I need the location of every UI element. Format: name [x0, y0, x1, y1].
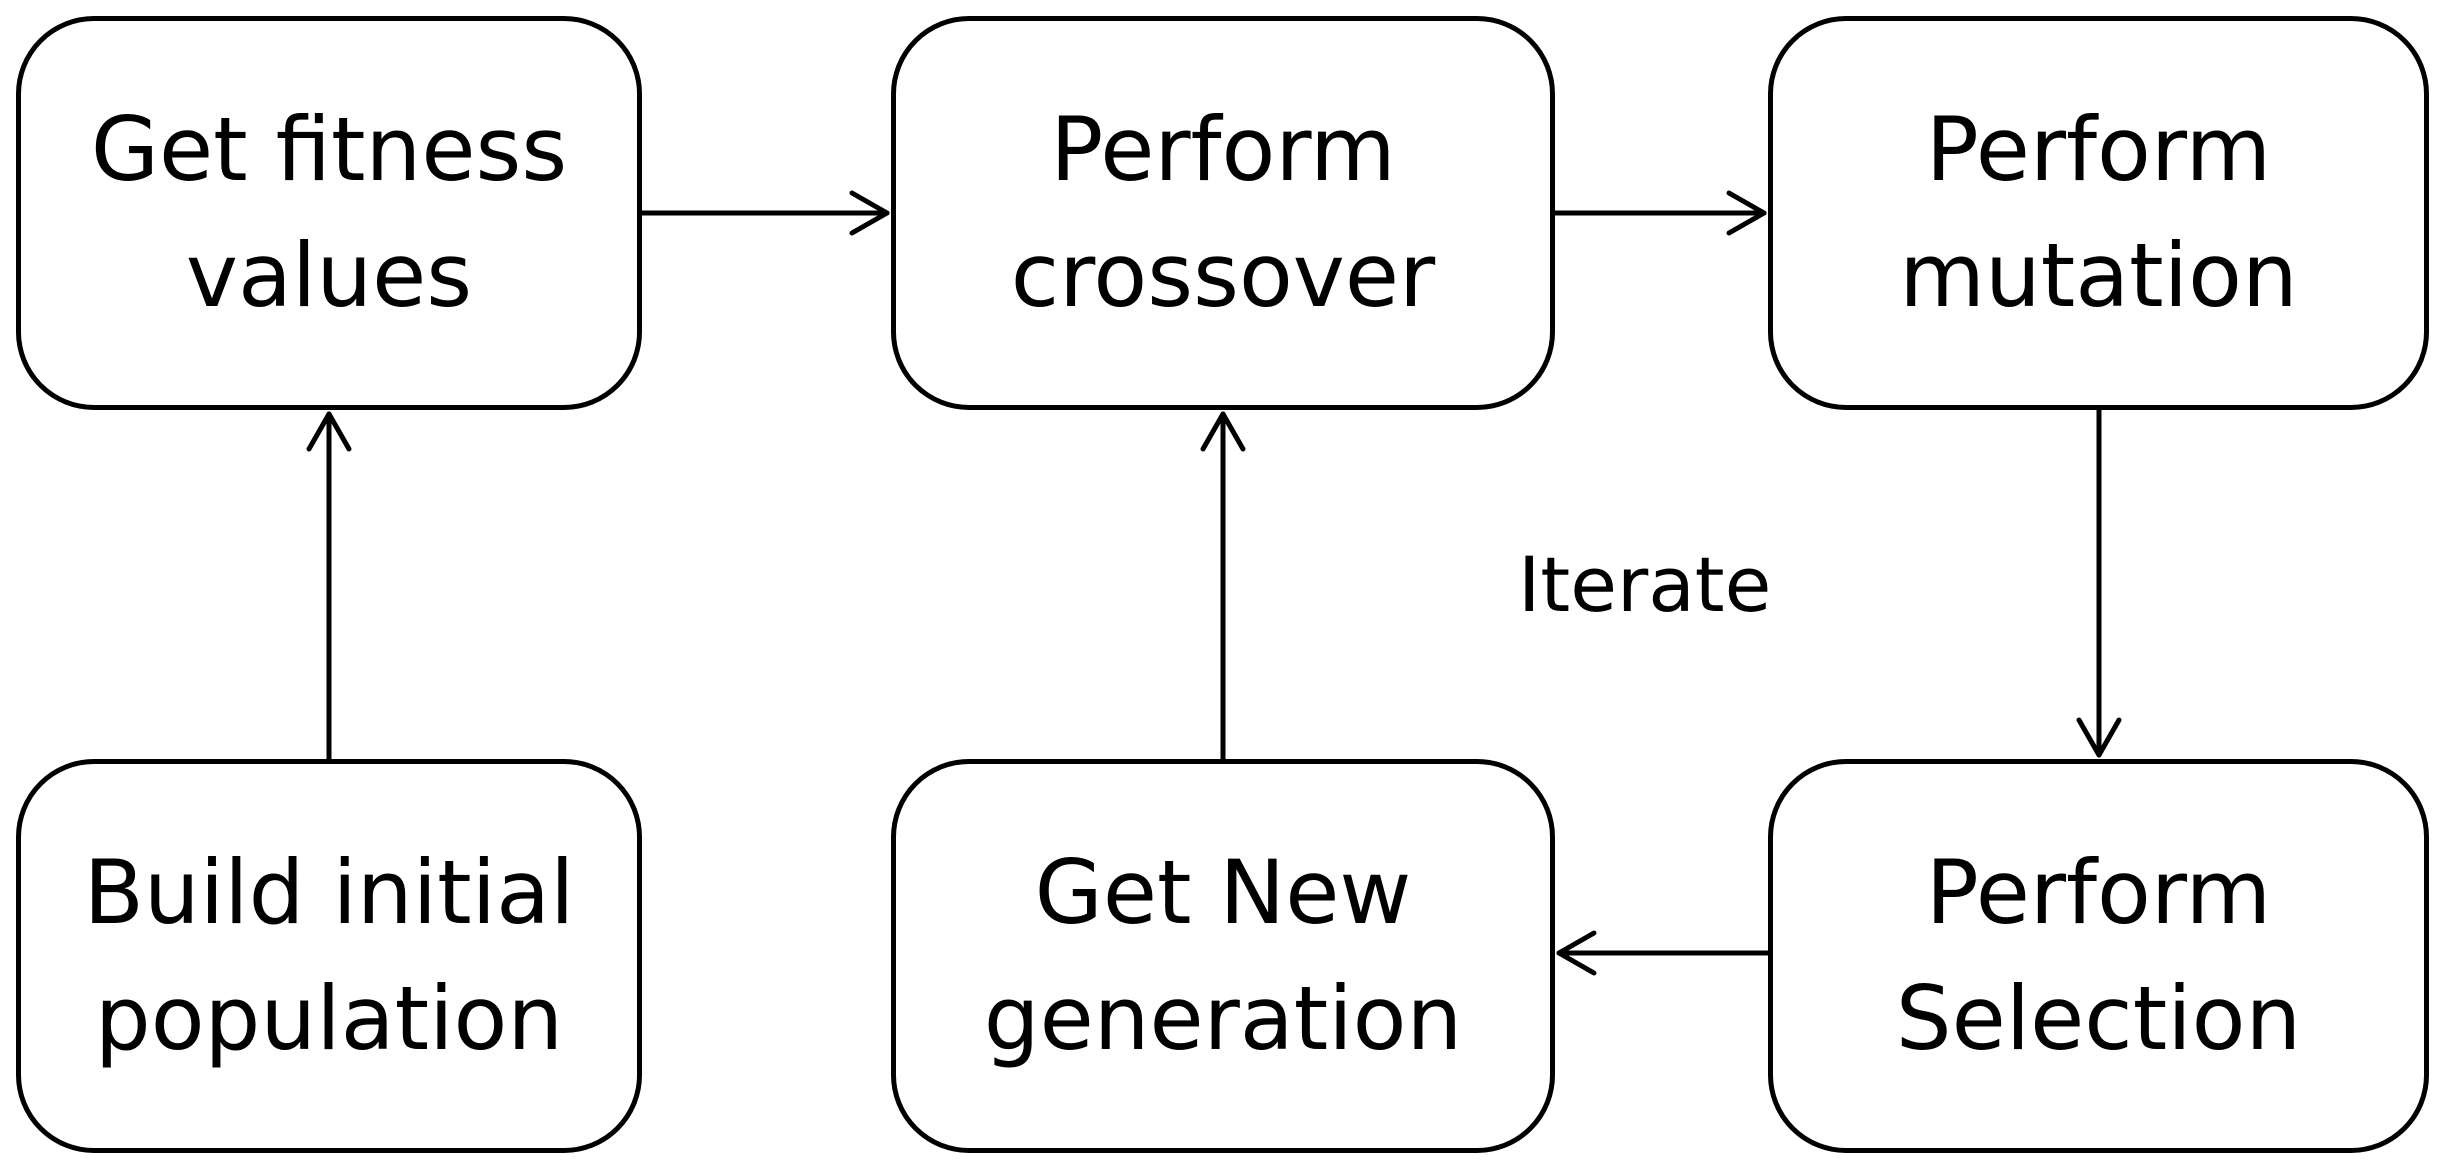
node-perform-mutation: Perform mutation	[1768, 16, 2429, 410]
node-build-initial-population: Build initial population	[16, 759, 642, 1153]
arrowhead-down-icon	[2076, 717, 2122, 758]
arrowhead-left-icon	[1556, 930, 1597, 976]
node-get-new-generation: Get New generation	[891, 759, 1555, 1153]
arrowhead-up-icon	[306, 411, 352, 452]
arrowhead-up-icon	[1200, 411, 1246, 452]
node-perform-crossover: Perform crossover	[891, 16, 1555, 410]
cycle-label: Iterate	[1518, 540, 1772, 629]
arrowhead-right-icon	[849, 190, 890, 236]
node-perform-selection: Perform Selection	[1768, 759, 2429, 1153]
arrowhead-right-icon	[1726, 190, 1767, 236]
node-get-fitness-values: Get fitness values	[16, 16, 642, 410]
